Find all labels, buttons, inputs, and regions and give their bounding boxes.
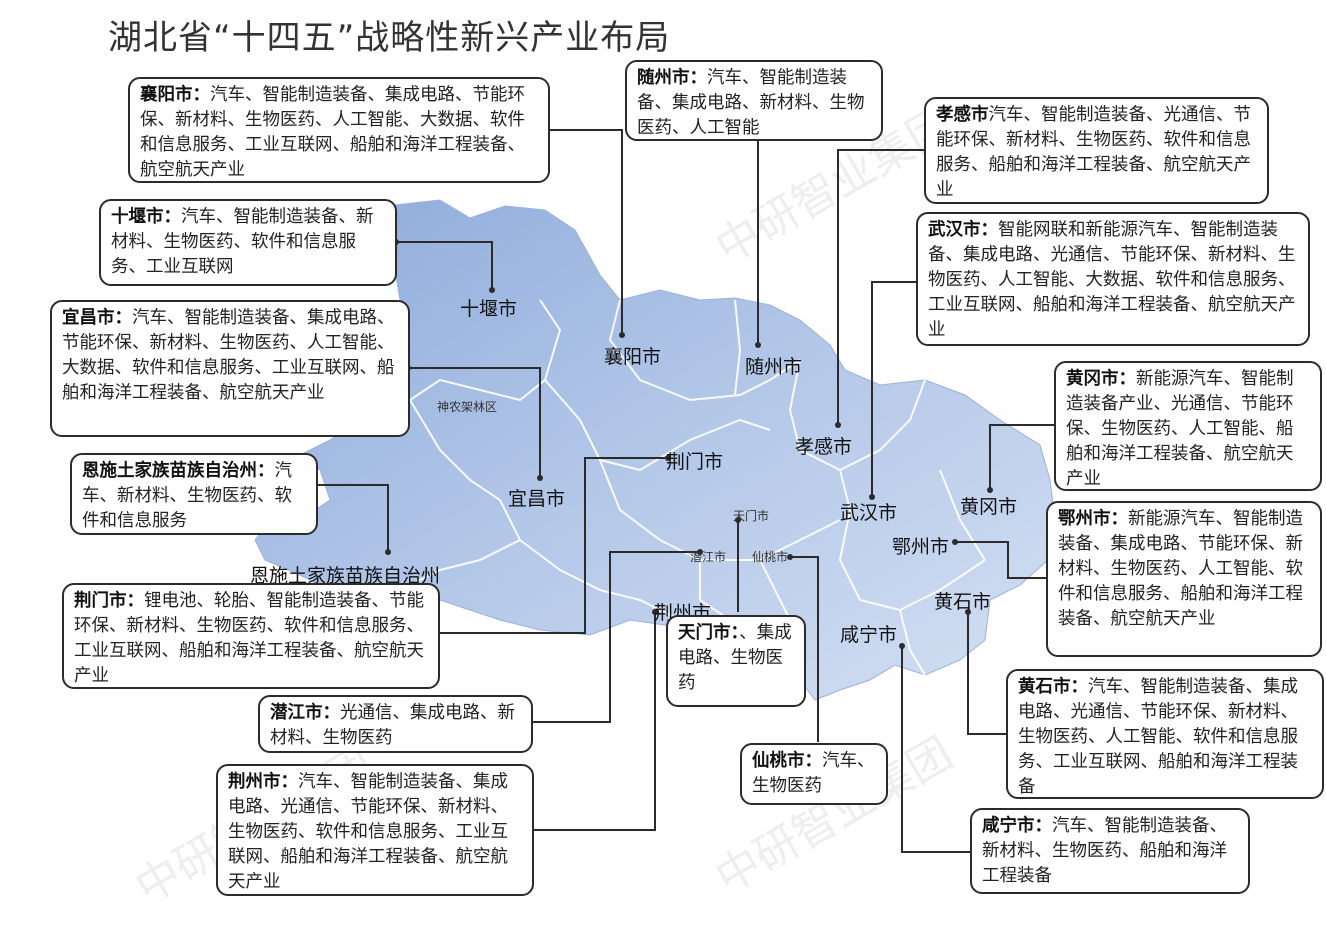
box-industries: 新能源汽车、智能制造装备产业、光通信、节能环保、生物医药、人工智能、船舶和海洋工… [1066, 369, 1294, 489]
leader-yichang [408, 367, 541, 478]
leader-jingzhou [534, 612, 656, 831]
leader-shiyan [396, 241, 493, 290]
map-label-xianning: 咸宁市 [840, 624, 898, 646]
info-box-xianning: 咸宁市：汽车、智能制造装备、新材料、生物医药、船舶和海洋工程装备 [970, 808, 1250, 894]
info-box-xiaogan: 孝感市汽车、智能制造装备、光通信、节能环保、新材料、生物医药、软件和信息服务、船… [924, 97, 1269, 204]
map-label-qianjiang: 潜江市 [690, 550, 727, 564]
info-box-huanggang: 黄冈市：新能源汽车、智能制造装备产业、光通信、节能环保、生物医药、人工智能、船舶… [1054, 361, 1322, 491]
box-industries: 汽车、生物医药 [752, 751, 875, 796]
info-box-jingmen: 荆门市：锂电池、轮胎、智能制造装备、节能环保、新材料、生物医药、软件和信息服务、… [62, 583, 440, 689]
box-city-name: 随州市： [637, 68, 707, 88]
map-label-jingmen: 荆门市 [666, 451, 724, 473]
box-city-name: 鄂州市： [1058, 509, 1128, 529]
box-industries: 光通信、集成电路、新材料、生物医药 [270, 703, 515, 748]
box-city-name: 恩施土家族苗族自治州： [82, 461, 275, 481]
info-box-yichang: 宜昌市：汽车、智能制造装备、集成电路、节能环保、新材料、生物医药、人工智能、大数… [50, 300, 410, 437]
box-industries: 汽车、智能制造装备、集成电路、光通信、节能环保、新材料、生物医药、软件和信息服务… [228, 772, 508, 892]
box-city-name: 十堰市： [111, 207, 181, 227]
leader-xiaogan [837, 149, 930, 425]
info-box-huangshi: 黄石市：汽车、智能制造装备、集成电路、光通信、节能环保、新材料、生物医药、人工智… [1006, 669, 1324, 799]
map-label-xiangyang: 襄阳市 [604, 346, 662, 368]
box-city-name: 黄冈市： [1066, 369, 1136, 389]
info-box-tianmen: 天门市：、集成电路、生物医药 [666, 615, 806, 707]
map-label-ezhou: 鄂州市 [892, 536, 950, 558]
region-borders [399, 299, 986, 680]
map-label-yichang: 宜昌市 [508, 488, 566, 510]
box-city-name: 荆州市： [228, 772, 298, 792]
leader-lines [316, 129, 1055, 853]
leader-jingmen [438, 457, 668, 634]
box-city-name: 潜江市： [270, 703, 340, 723]
box-industries: 汽车、智能制造装备、光通信、节能环保、新材料、生物医药、软件和信息服务、船舶和海… [936, 105, 1251, 200]
leader-xiantao [790, 556, 819, 742]
info-box-shiyan: 十堰市：汽车、智能制造装备、新材料、生物医药、软件和信息服务、工业互联网 [99, 199, 397, 286]
box-industries: 汽车、智能制造装备、集成电路、节能环保、新材料、生物医药、人工智能、大数据、软件… [140, 85, 525, 180]
leader-wuhan [871, 281, 918, 497]
leader-huanggang [989, 424, 1055, 490]
box-industries: 、集成电路、生物医药 [678, 623, 792, 693]
box-industries: 新能源汽车、智能制造装备、集成电路、节能环保、新材料、生物医药、人工智能、软件和… [1058, 509, 1303, 629]
map-label-xiaogan: 孝感市 [795, 436, 853, 458]
info-box-ezhou: 鄂州市：新能源汽车、智能制造装备、集成电路、节能环保、新材料、生物医药、人工智能… [1046, 501, 1322, 657]
box-industries: 汽车、新材料、生物医药、软件和信息服务 [82, 461, 292, 531]
info-box-jingzhou: 荆州市：汽车、智能制造装备、集成电路、光通信、节能环保、新材料、生物医药、软件和… [216, 764, 534, 896]
map-label-shiyan: 十堰市 [460, 298, 518, 320]
map-label-huangshi: 黄石市 [934, 591, 992, 613]
info-box-qianjiang: 潜江市：光通信、集成电路、新材料、生物医药 [258, 695, 533, 753]
info-box-xiantao: 仙桃市：汽车、生物医药 [740, 743, 888, 805]
box-industries: 智能网联和新能源汽车、智能制造装备、集成电路、光通信、节能环保、新材料、生物医药… [928, 220, 1296, 340]
map-label-tianmen: 天门市 [733, 509, 770, 523]
leader-ezhou [955, 541, 1048, 579]
province-outline [254, 199, 1056, 701]
info-box-wuhan: 武汉市：智能网联和新能源汽车、智能制造装备、集成电路、光通信、节能环保、新材料、… [916, 212, 1310, 346]
box-city-name: 咸宁市： [982, 816, 1052, 836]
box-industries: 汽车、智能制造装备、新材料、生物医药、软件和信息服务、工业互联网 [111, 207, 374, 277]
info-box-xiangyang: 襄阳市：汽车、智能制造装备、集成电路、节能环保、新材料、生物医药、人工智能、大数… [128, 77, 550, 183]
leader-xiangyang [548, 129, 623, 335]
map-label-shennongjia: 神农架林区 [437, 400, 498, 414]
info-box-enshi: 恩施土家族苗族自治州：汽车、新材料、生物医药、软件和信息服务 [70, 453, 318, 535]
box-city-name: 孝感市 [936, 105, 989, 125]
map-label-suizhou: 随州市 [745, 356, 803, 378]
box-city-name: 仙桃市： [752, 751, 822, 771]
leader-huangshi [967, 612, 1008, 735]
leader-enshi [316, 484, 389, 552]
box-industries: 汽车、智能制造装备、集成电路、新材料、生物医药、人工智能 [637, 68, 865, 138]
map-label-xiantao: 仙桃市 [752, 550, 789, 564]
box-industries: 锂电池、轮胎、智能制造装备、节能环保、新材料、生物医药、软件和信息服务、工业互联… [74, 591, 424, 686]
box-industries: 汽车、智能制造装备、集成电路、节能环保、新材料、生物医药、人工智能、大数据、软件… [62, 308, 395, 403]
box-city-name: 武汉市： [928, 220, 998, 240]
box-city-name: 荆门市： [74, 591, 144, 611]
leader-xianning [901, 646, 972, 853]
box-industries: 汽车、智能制造装备、新材料、生物医药、船舶和海洋工程装备 [982, 816, 1227, 886]
map-label-huanggang: 黄冈市 [960, 496, 1018, 518]
box-city-name: 黄石市： [1018, 677, 1088, 697]
leader-qianjiang [532, 551, 700, 723]
box-city-name: 宜昌市： [62, 308, 132, 328]
map-label-wuhan: 武汉市 [840, 502, 898, 524]
info-box-suizhou: 随州市：汽车、智能制造装备、集成电路、新材料、生物医药、人工智能 [625, 60, 883, 141]
page-title: 湖北省“十四五”战略性新兴产业布局 [108, 18, 671, 58]
box-industries: 汽车、智能制造装备、集成电路、光通信、节能环保、新材料、生物医药、人工智能、软件… [1018, 677, 1298, 797]
box-city-name: 天门市： [678, 623, 740, 643]
map-label-enshi: 恩施土家族苗族自治州 [250, 565, 441, 587]
box-city-name: 襄阳市： [140, 85, 210, 105]
